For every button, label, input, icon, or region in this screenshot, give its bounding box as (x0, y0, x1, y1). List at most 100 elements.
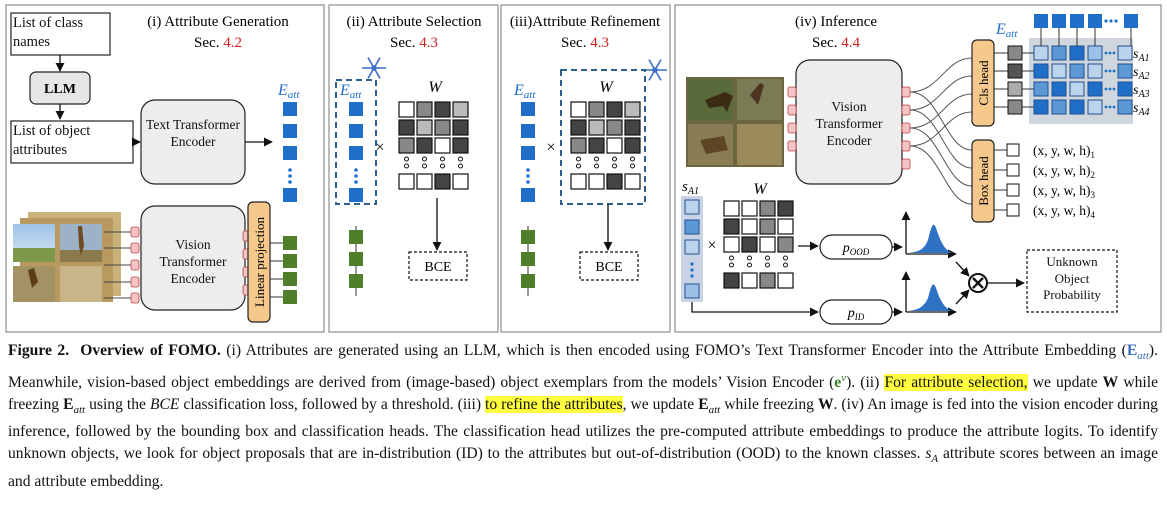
score-dot (1108, 69, 1112, 73)
e-att-cell (1052, 14, 1066, 28)
w-cell (777, 236, 794, 253)
cls-feature-cell (1007, 63, 1023, 79)
ev-cell (283, 236, 297, 250)
w-matrix-p4 (723, 200, 794, 289)
box-head-box (971, 139, 995, 223)
id-distribution-plot (901, 271, 957, 317)
w-cell (723, 272, 740, 289)
w-dot (747, 262, 752, 268)
score-cell (1051, 81, 1067, 97)
e-att-vector-p3 (521, 102, 535, 202)
w-cell (398, 173, 415, 190)
w-cell (570, 137, 587, 154)
patch-node (130, 259, 140, 271)
w-dot (440, 156, 445, 162)
caption-label: Figure 2. (8, 342, 70, 359)
caption-title: Overview of FOMO. (80, 342, 221, 359)
w-label-p3: W (599, 79, 614, 96)
e-att-label-p3: Eatt (513, 82, 536, 101)
w-cell (434, 119, 451, 136)
overview-figure: (i) Attribute Generation Sec. 4.2 List o… (5, 4, 1162, 333)
s-a1-dot (690, 262, 694, 266)
score-dot (1108, 105, 1112, 109)
panel-attribute-selection (328, 4, 499, 333)
panel3-title: (iii)Attribute Refinement (510, 14, 661, 30)
caption-math: A (931, 453, 939, 466)
w-cell (452, 137, 469, 154)
w-cell (606, 137, 623, 154)
patch-node (130, 292, 140, 304)
w-cell (624, 173, 641, 190)
patch-node (787, 86, 797, 98)
w-cell (416, 137, 433, 154)
ood-distribution-plot (901, 211, 957, 259)
w-dot (783, 255, 788, 261)
panel-inference (674, 4, 1162, 333)
ev-cell (283, 254, 297, 268)
score-cell (1033, 99, 1049, 115)
ev-cell (521, 252, 535, 266)
caption-math: BCE (149, 396, 180, 414)
box-head-outputs: (x, y, w, h)1(x, y, w, h)2(x, y, w, h)3(… (994, 143, 1096, 220)
unknown-object-box (1026, 249, 1118, 313)
panel-attribute-refinement (500, 4, 671, 333)
attributes-box (10, 120, 134, 164)
times-p4: × (707, 237, 716, 254)
linear-projection-label: Linear projection (252, 217, 267, 307)
score-dot (1112, 51, 1116, 55)
score-cell (1117, 63, 1133, 79)
w-cell (588, 137, 605, 154)
box-cell (1006, 183, 1020, 197)
w-cell (606, 173, 623, 190)
box-output-label: (x, y, w, h)4 (1033, 203, 1096, 220)
score-cell (1069, 63, 1085, 79)
e-att-cell-dot (526, 180, 530, 184)
score-cell (1069, 99, 1085, 115)
caption-math: s (925, 445, 932, 463)
box-cell (1006, 203, 1020, 217)
panel2-title: (ii) Attribute Selection (347, 14, 482, 30)
score-cell (1051, 45, 1067, 61)
ev-cell (521, 230, 535, 244)
snowflake-icon (643, 59, 667, 81)
caption-math: att (73, 404, 86, 417)
e-att-cell-dot (526, 168, 530, 172)
frozen-e-att-frame-p2 (335, 79, 377, 205)
caption-text: ). Meanwhile, vision-based object embedd… (8, 342, 1158, 392)
e-att-cell-dot (288, 174, 292, 178)
score-label: sA2 (1133, 65, 1150, 82)
w-dot (729, 262, 734, 268)
score-dot (1104, 69, 1108, 73)
caption-highlight: For attribute selection, (884, 374, 1028, 392)
panel2-sec: Sec. 4.3 (390, 35, 438, 51)
times-p2: × (375, 139, 384, 156)
cls-head-label: Cls head (976, 60, 991, 106)
ev-cell (349, 252, 363, 266)
w-cell (723, 236, 740, 253)
e-att-label-p2: Eatt (339, 82, 362, 101)
w-cell (434, 101, 451, 118)
linear-projection-box (247, 201, 271, 323)
panel1-sec: Sec. 4.2 (194, 35, 242, 51)
s-a1-dot (690, 274, 694, 278)
token-node (901, 122, 911, 134)
w-dot (594, 163, 599, 169)
w-cell (416, 119, 433, 136)
caption-text: while freezing (8, 374, 1158, 414)
w-cell (741, 236, 758, 253)
s-a1-dot (690, 268, 694, 272)
w-dot (747, 255, 752, 261)
snowflake-icon (362, 57, 386, 79)
score-dot (1112, 105, 1116, 109)
caption-math: E (1126, 342, 1138, 359)
figure-caption: Figure 2. Overview of FOMO. (i) Attribut… (8, 340, 1158, 493)
w-cell (452, 173, 469, 190)
caption-text: we update (1027, 374, 1103, 392)
e-att-vector-p2 (349, 102, 363, 202)
ev-cell (349, 274, 363, 288)
score-label: sA4 (1133, 101, 1150, 118)
w-dot (576, 163, 581, 169)
w-cell (759, 200, 776, 217)
w-cell (606, 101, 623, 118)
e-att-cell (521, 188, 535, 202)
